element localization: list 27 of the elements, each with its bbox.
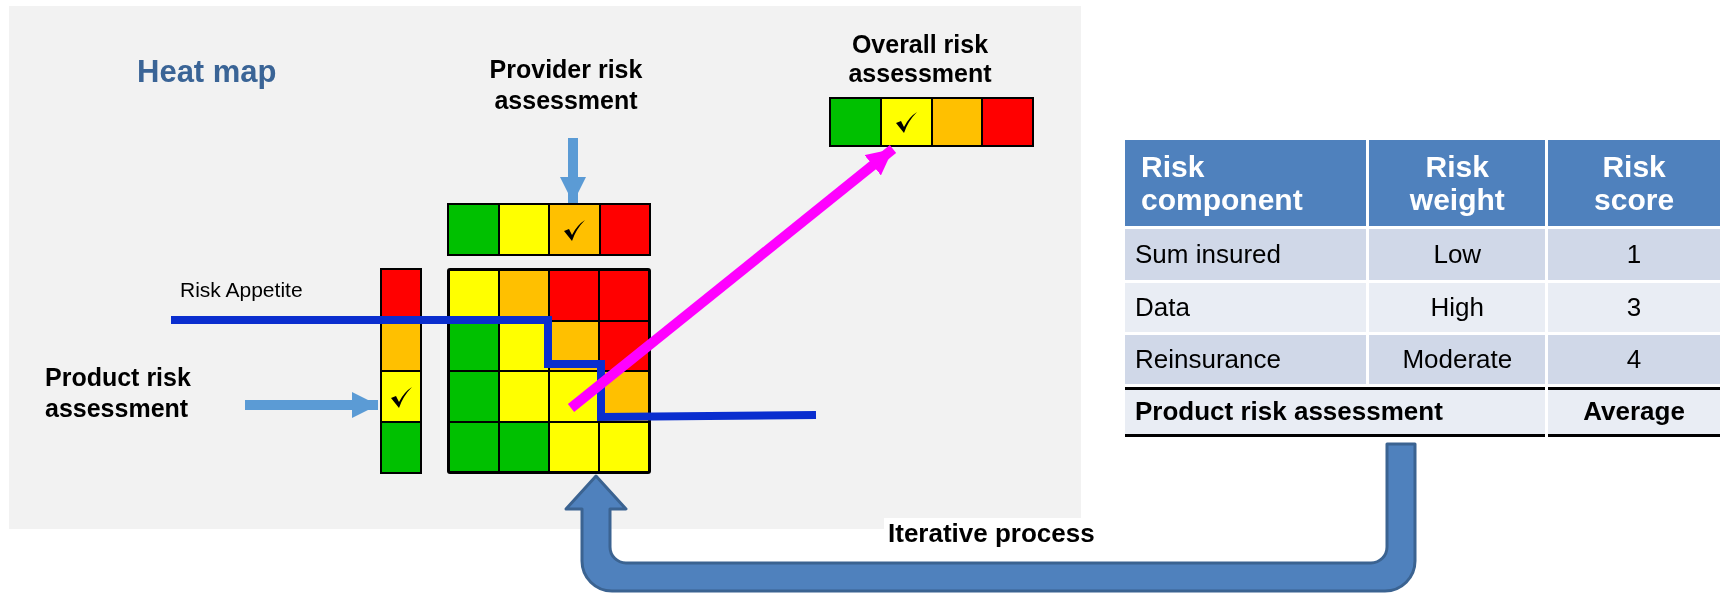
table-cell: Data bbox=[1125, 283, 1367, 332]
table-cell: Sum insured bbox=[1125, 229, 1367, 280]
table-cell: 1 bbox=[1548, 229, 1720, 280]
table-cell: High bbox=[1369, 283, 1546, 332]
table-cell: Average bbox=[1548, 387, 1720, 437]
table-cell: 3 bbox=[1548, 283, 1720, 332]
line-label: Risk Appetite bbox=[180, 278, 303, 302]
block-arrow bbox=[564, 442, 1417, 593]
column-header: Risk weight bbox=[1369, 140, 1546, 226]
table-cell: Low bbox=[1369, 229, 1546, 280]
risk-rating-bar bbox=[829, 97, 1034, 147]
table-cell: Reinsurance bbox=[1125, 335, 1367, 384]
table-cell: 4 bbox=[1548, 335, 1720, 384]
heading-text: Product risk assessment bbox=[45, 362, 192, 424]
panel-title: Heat map bbox=[137, 54, 277, 90]
heading-text: Provider risk assessment bbox=[488, 54, 644, 116]
risk-rating-bar bbox=[447, 203, 651, 256]
arrow bbox=[245, 392, 378, 418]
arrow bbox=[560, 138, 586, 203]
column-header: Risk score bbox=[1548, 140, 1720, 226]
arrow bbox=[567, 145, 897, 412]
risk-rating-bar bbox=[380, 268, 422, 474]
heat-map-grid bbox=[447, 268, 651, 474]
heading-text: Overall risk assessment bbox=[847, 30, 993, 88]
table-cell: Product risk assessment bbox=[1125, 387, 1546, 437]
table-cell: Moderate bbox=[1369, 335, 1546, 384]
column-header: Risk component bbox=[1125, 140, 1367, 226]
